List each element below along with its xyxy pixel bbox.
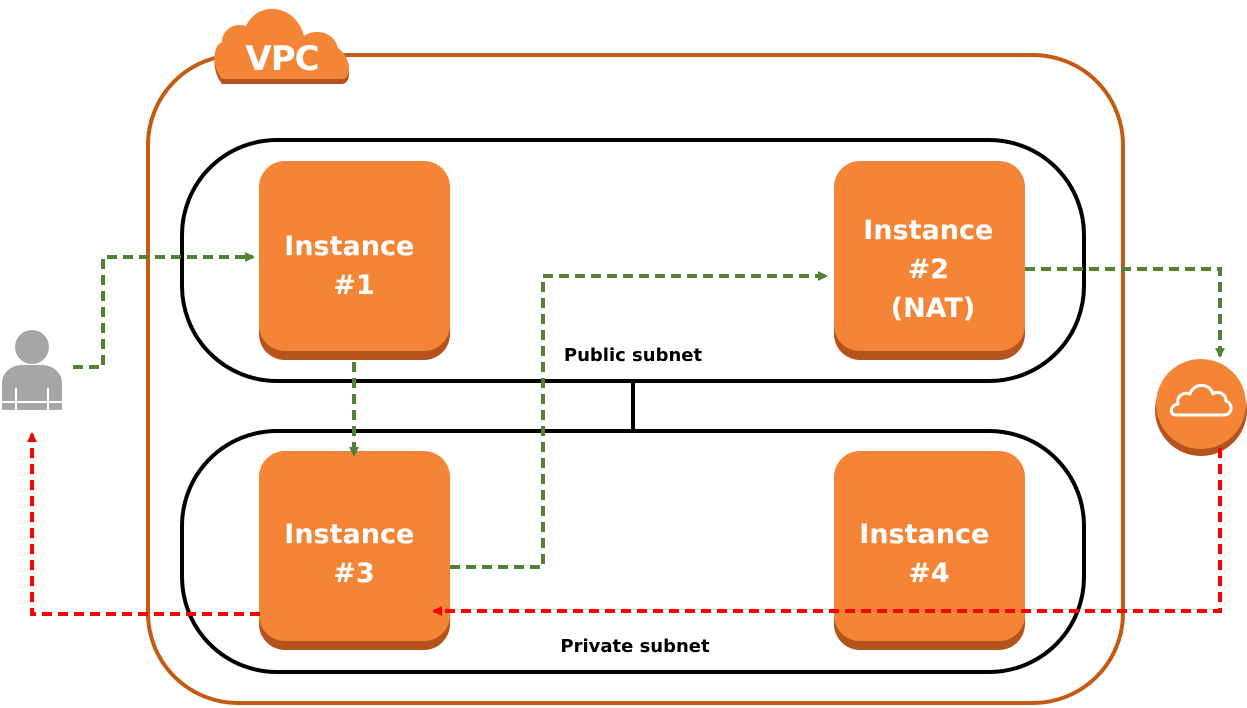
svg-text:Instance #3: Instance #3 [284,519,423,589]
public-subnet-label: Public subnet [564,345,703,366]
vpc-label: VPC [245,39,318,79]
private-subnet-label: Private subnet [560,636,710,657]
instance-1-line1: Instance [284,231,414,262]
instance-2-line1: Instance [863,215,993,246]
flow-instance-2-to-internet [1025,267,1225,358]
vpc-cloud-icon: VPC [214,8,350,85]
flow-internet-to-instance-3 [432,448,1222,616]
instance-4-line2: #4 [908,558,949,589]
svg-text:Instance #2 (NAT): Instance #2 (NAT) [863,215,1002,324]
svg-text:Instance #4: Instance #4 [859,519,998,589]
instance-1-line2: #1 [333,270,374,301]
instance-3-line1: Instance [284,519,414,550]
instance-1[interactable]: Instance #1 [259,161,450,360]
instance-3[interactable]: Instance #3 [259,451,450,650]
instance-4-line1: Instance [859,519,989,550]
flow-user-to-instance-1 [73,252,255,369]
flow-instance-3-to-user [27,432,260,616]
instance-2-line3: (NAT) [891,293,976,324]
flow-instance-3-to-instance-2 [450,271,828,569]
svg-text:Instance #1: Instance #1 [284,231,423,301]
instance-4[interactable]: Instance #4 [834,451,1025,650]
instance-2-line2: #2 [908,254,949,285]
internet-cloud-icon [1155,359,1247,456]
instance-3-line2: #3 [333,558,374,589]
instance-2-nat[interactable]: Instance #2 (NAT) [834,161,1025,360]
vpc-boundary [146,53,1125,705]
user-icon [2,330,62,410]
